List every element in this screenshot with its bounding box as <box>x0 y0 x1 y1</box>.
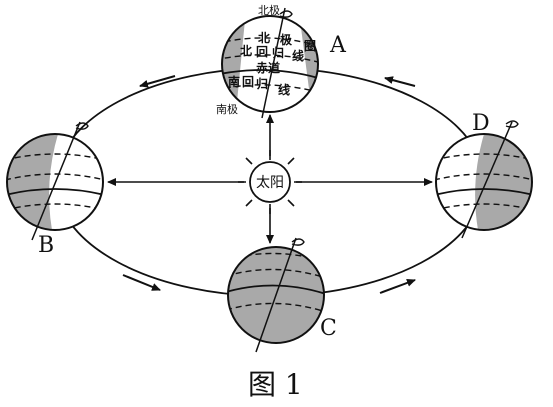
tropic-capricorn-label-2: 回 <box>242 75 254 89</box>
tropic-capricorn-label-4: 线 <box>278 82 290 97</box>
position-label-d: D <box>472 111 490 136</box>
south-pole-label: 南极 <box>216 102 238 116</box>
earth-position-b: B <box>6 121 104 258</box>
tropic-cancer-label-1: 北 <box>240 43 252 58</box>
orbit-arrow-top-right <box>384 76 416 87</box>
earth-c-outline <box>227 246 325 344</box>
earth-b-axis <box>31 121 81 241</box>
earth-b-outline <box>6 133 104 231</box>
position-label-b: B <box>38 233 54 258</box>
earth-position-c: C <box>227 237 337 353</box>
rotation-arrow-icon <box>75 122 89 130</box>
orbit-arrow-bottom-left <box>122 274 161 291</box>
earth-a-outline <box>221 15 319 113</box>
sun-disc <box>249 161 291 203</box>
arctic-circle-label-2: 极 <box>280 32 293 47</box>
tropic-cancer-label-3: 归 <box>272 45 284 60</box>
tropic-capricorn-label-1: 南 <box>228 74 240 89</box>
arctic-circle-label-3: 圈 <box>304 38 316 53</box>
sun-label: 太阳 <box>256 175 284 191</box>
north-pole-label: 北极 <box>258 3 280 17</box>
figure-caption: 图 1 <box>248 368 303 401</box>
rotation-arrow-icon <box>505 120 519 128</box>
sun-rays <box>238 150 302 214</box>
position-label-a: A <box>329 33 347 58</box>
earth-position-a: 北极 南极 北 极 圈 北 回 归 线 赤道 南 回 归 线 A <box>216 3 347 119</box>
sun: 太阳 <box>238 150 302 214</box>
earth-position-d: D <box>435 111 533 239</box>
orbit-arrow-top-left <box>139 75 176 88</box>
rotation-arrow-icon <box>279 10 293 18</box>
earth-d-axis <box>461 121 513 239</box>
tropic-cancer-label-4: 线 <box>292 48 304 63</box>
tropic-capricorn-label-3: 归 <box>256 76 268 91</box>
earth-a-axis <box>261 7 286 119</box>
orbit-arrow-bottom-right <box>379 279 416 294</box>
tropic-cancer-label-2: 回 <box>256 45 268 59</box>
earth-c-axis <box>255 237 297 353</box>
rotation-arrow-icon <box>291 238 305 246</box>
earth-d-outline <box>435 133 533 231</box>
position-label-c: C <box>320 316 337 341</box>
arctic-circle-label-1: 北 <box>258 30 270 45</box>
equator-label: 赤道 <box>256 60 280 75</box>
